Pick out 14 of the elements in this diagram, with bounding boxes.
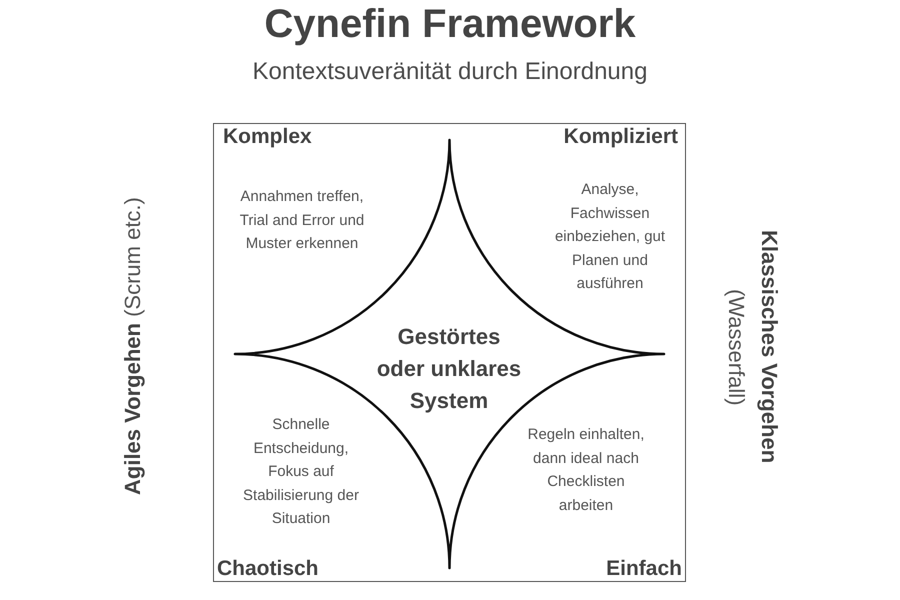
quadrant-description: Analyse, Fachwissen einbeziehen, gut Planen und ausführen <box>554 180 666 294</box>
quadrant-frame <box>213 123 686 582</box>
diagram-title: Cynefin Framework <box>264 1 636 47</box>
side-label: Agiles Vorgehen (Scrum etc.) <box>119 196 146 497</box>
side-label: Klassisches Vorgehen (Wasserfall) <box>723 229 783 466</box>
quadrant-heading: Einfach <box>606 556 682 582</box>
quadrant-heading: Kompliziert <box>564 124 678 150</box>
quadrant-description: Schnelle Entscheidung, Fokus auf Stabilisierung der Situation <box>242 415 360 529</box>
center-label: Gestörtes oder unklares System <box>376 322 522 415</box>
quadrant-heading: Chaotisch <box>217 556 319 582</box>
quadrant-heading: Komplex <box>223 124 312 150</box>
quadrant-description: Regeln einhalten, dann ideal nach Checklisten arbeiten <box>526 425 646 516</box>
subtitle: Kontextsuveränität durch Einordnung <box>252 58 648 86</box>
quadrant-description: Annahmen treffen, Trial and Error und Muster erkennen <box>238 187 366 254</box>
